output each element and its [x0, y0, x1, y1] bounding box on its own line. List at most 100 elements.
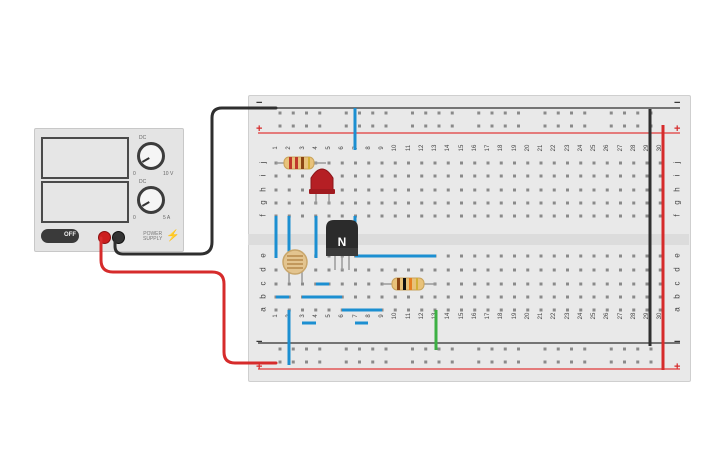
- rail-hole[interactable]: [490, 124, 494, 128]
- breadboard-hole[interactable]: [526, 174, 530, 178]
- breadboard-hole[interactable]: [539, 174, 543, 178]
- breadboard-hole[interactable]: [632, 308, 636, 312]
- breadboard-hole[interactable]: [340, 282, 344, 286]
- rail-hole[interactable]: [371, 124, 375, 128]
- breadboard-hole[interactable]: [592, 254, 596, 258]
- breadboard-hole[interactable]: [526, 201, 530, 205]
- breadboard-hole[interactable]: [499, 214, 503, 218]
- rail-hole[interactable]: [278, 347, 282, 351]
- breadboard-hole[interactable]: [460, 254, 463, 258]
- breadboard-hole[interactable]: [592, 188, 596, 192]
- breadboard-hole[interactable]: [619, 282, 622, 286]
- breadboard-hole[interactable]: [513, 254, 516, 258]
- breadboard-hole[interactable]: [327, 268, 331, 272]
- breadboard-hole[interactable]: [499, 174, 503, 178]
- breadboard-hole[interactable]: [367, 188, 371, 192]
- breadboard-hole[interactable]: [513, 295, 516, 299]
- breadboard-hole[interactable]: [539, 201, 543, 205]
- breadboard-hole[interactable]: [619, 161, 622, 165]
- breadboard-hole[interactable]: [592, 308, 596, 312]
- breadboard-hole[interactable]: [433, 214, 437, 218]
- rail-hole[interactable]: [344, 360, 348, 364]
- breadboard-hole[interactable]: [513, 268, 516, 272]
- breadboard-hole[interactable]: [446, 174, 450, 178]
- breadboard-hole[interactable]: [460, 282, 463, 286]
- dc-power-supply[interactable]: DC 0 10 V DC 0 5 A OFF POWER SUPPLY ⚡: [34, 128, 184, 252]
- rail-hole[interactable]: [344, 111, 348, 115]
- breadboard-hole[interactable]: [473, 254, 477, 258]
- breadboard-hole[interactable]: [526, 282, 530, 286]
- rail-hole[interactable]: [636, 347, 640, 351]
- breadboard-hole[interactable]: [393, 201, 397, 205]
- breadboard-hole[interactable]: [301, 201, 304, 205]
- breadboard-hole[interactable]: [658, 161, 662, 165]
- rail-hole[interactable]: [490, 360, 494, 364]
- rail-hole[interactable]: [371, 347, 375, 351]
- rail-hole[interactable]: [477, 124, 481, 128]
- breadboard-hole[interactable]: [632, 254, 636, 258]
- rail-hole[interactable]: [278, 360, 282, 364]
- breadboard-hole[interactable]: [499, 254, 503, 258]
- breadboard-hole[interactable]: [446, 295, 450, 299]
- breadboard-hole[interactable]: [645, 174, 649, 178]
- breadboard-hole[interactable]: [327, 308, 331, 312]
- breadboard-hole[interactable]: [354, 268, 357, 272]
- breadboard-hole[interactable]: [407, 268, 410, 272]
- breadboard-hole[interactable]: [526, 161, 530, 165]
- breadboard-hole[interactable]: [340, 161, 344, 165]
- breadboard-hole[interactable]: [473, 174, 477, 178]
- breadboard-hole[interactable]: [526, 308, 530, 312]
- breadboard-hole[interactable]: [579, 161, 583, 165]
- breadboard-hole[interactable]: [579, 201, 583, 205]
- breadboard-hole[interactable]: [552, 254, 556, 258]
- breadboard-hole[interactable]: [446, 161, 450, 165]
- breadboard-hole[interactable]: [354, 161, 357, 165]
- breadboard-hole[interactable]: [592, 214, 596, 218]
- breadboard-hole[interactable]: [619, 268, 622, 272]
- breadboard-hole[interactable]: [354, 282, 357, 286]
- breadboard-hole[interactable]: [579, 254, 583, 258]
- breadboard-hole[interactable]: [380, 201, 384, 205]
- rail-hole[interactable]: [278, 111, 282, 115]
- breadboard-hole[interactable]: [340, 174, 344, 178]
- breadboard-hole[interactable]: [473, 214, 477, 218]
- rail-hole[interactable]: [384, 111, 388, 115]
- resistor-top[interactable]: [276, 156, 326, 170]
- rail-hole[interactable]: [450, 124, 454, 128]
- breadboard-hole[interactable]: [632, 188, 636, 192]
- breadboard-hole[interactable]: [407, 308, 410, 312]
- breadboard-hole[interactable]: [420, 188, 424, 192]
- breadboard-hole[interactable]: [645, 308, 649, 312]
- rail-hole[interactable]: [450, 347, 454, 351]
- breadboard-hole[interactable]: [552, 201, 556, 205]
- breadboard-hole[interactable]: [380, 295, 384, 299]
- breadboard-hole[interactable]: [486, 161, 490, 165]
- rail-hole[interactable]: [358, 347, 361, 351]
- rail-hole[interactable]: [477, 360, 481, 364]
- breadboard-hole[interactable]: [433, 268, 437, 272]
- breadboard-hole[interactable]: [579, 295, 583, 299]
- rail-hole[interactable]: [384, 347, 388, 351]
- breadboard-hole[interactable]: [645, 254, 649, 258]
- breadboard-hole[interactable]: [287, 295, 291, 299]
- rail-hole[interactable]: [583, 347, 587, 351]
- breadboard-hole[interactable]: [605, 201, 609, 205]
- breadboard-hole[interactable]: [354, 188, 357, 192]
- breadboard-hole[interactable]: [526, 268, 530, 272]
- rail-hole[interactable]: [344, 124, 348, 128]
- breadboard-hole[interactable]: [592, 174, 596, 178]
- breadboard-hole[interactable]: [420, 161, 424, 165]
- breadboard-hole[interactable]: [274, 201, 278, 205]
- breadboard-hole[interactable]: [367, 214, 371, 218]
- rail-hole[interactable]: [583, 124, 587, 128]
- breadboard-hole[interactable]: [287, 201, 291, 205]
- breadboard-hole[interactable]: [287, 174, 291, 178]
- breadboard-hole[interactable]: [301, 214, 304, 218]
- rail-hole[interactable]: [490, 111, 494, 115]
- rail-hole[interactable]: [517, 111, 520, 115]
- breadboard-hole[interactable]: [393, 308, 397, 312]
- breadboard-hole[interactable]: [645, 268, 649, 272]
- voltage-knob[interactable]: [137, 142, 165, 170]
- rail-hole[interactable]: [636, 124, 640, 128]
